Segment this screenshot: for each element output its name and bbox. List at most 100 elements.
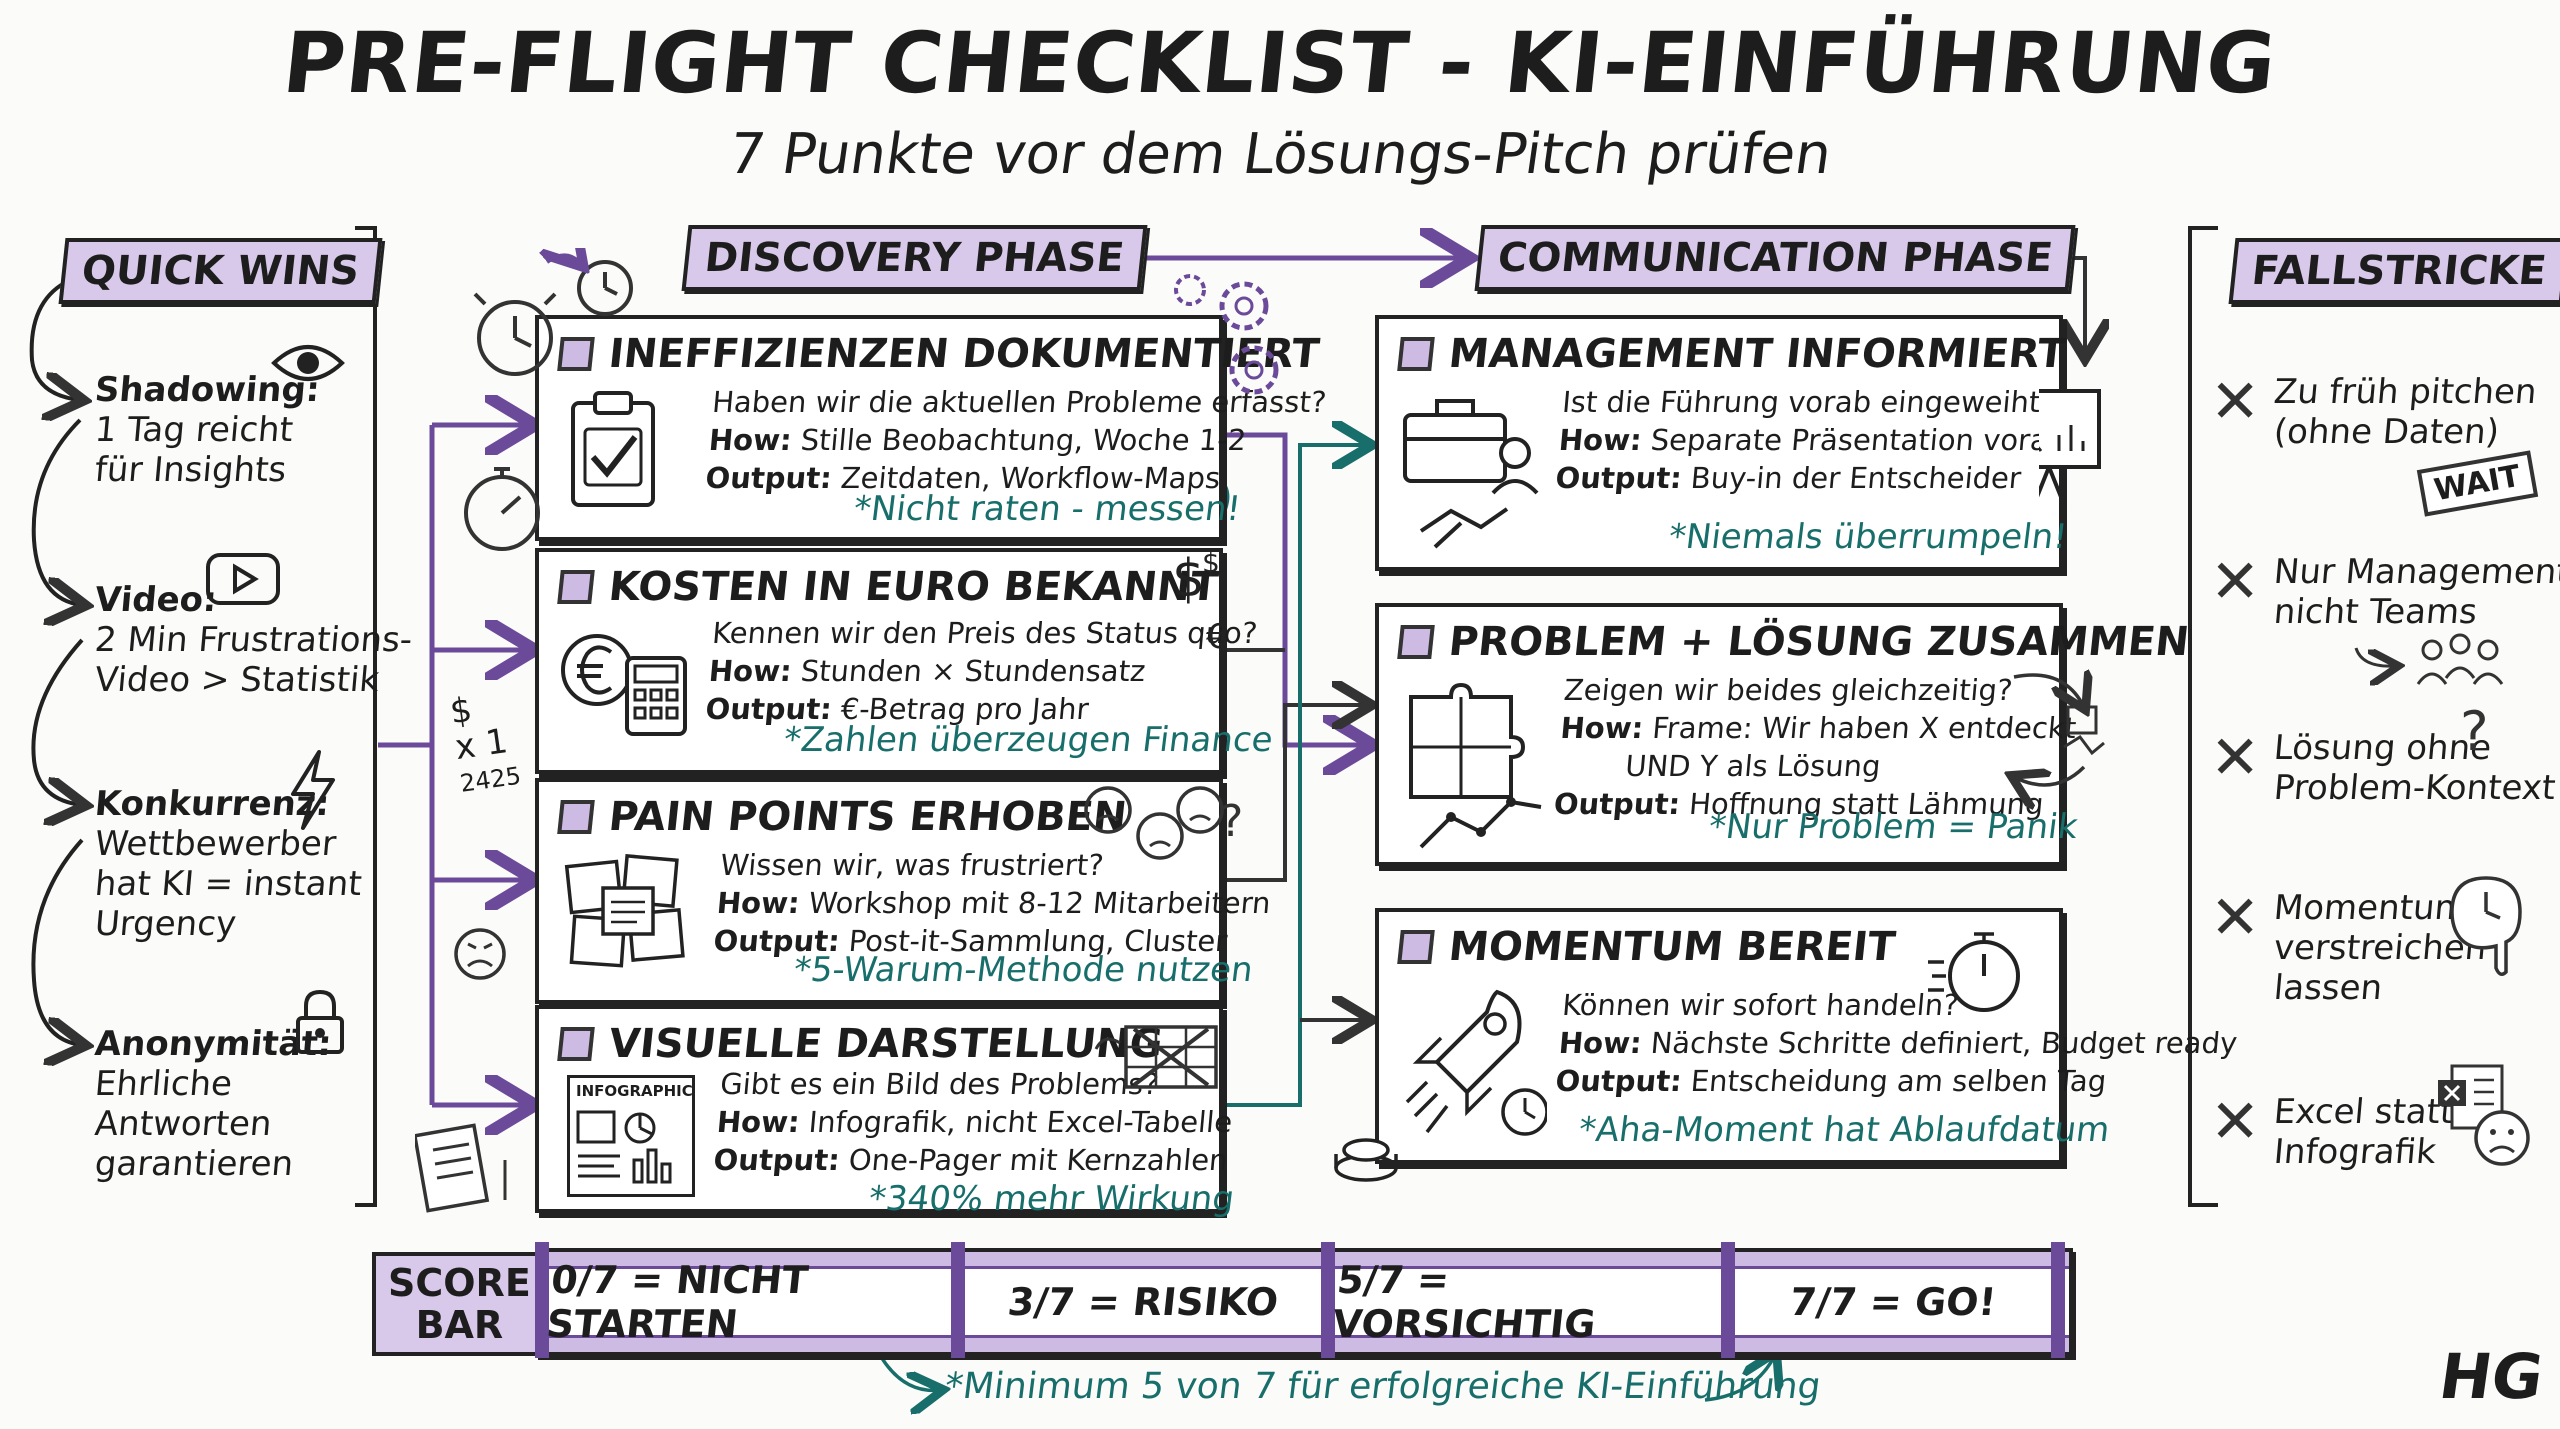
card-how: How: Stille Beobachtung, Woche 1-2 bbox=[707, 423, 1248, 457]
eye-icon bbox=[271, 345, 345, 381]
card-body: Ist die Führung vorab eingeweiht? How: S… bbox=[1554, 383, 2071, 497]
card-how: How: Nächste Schritte definiert, Budget … bbox=[1557, 1026, 2239, 1060]
checklist-card-ineffizienzen: INEFFIZIENZEN DOKUMENTIERT Haben wir die… bbox=[535, 315, 1328, 541]
angry-face-icon bbox=[454, 928, 506, 980]
alarm-clock-icon bbox=[473, 248, 633, 376]
x-mark-icon: ✕ bbox=[2210, 367, 2261, 437]
card-title: KOSTEN IN EURO BEKANNT bbox=[557, 564, 1221, 610]
quick-win-line: hat KI = instant bbox=[93, 864, 364, 904]
quick-win-line: Video > Statistik bbox=[93, 660, 381, 700]
briefcase-icon bbox=[1403, 399, 1539, 549]
score-segment-0: 0/7 = NICHT STARTEN bbox=[544, 1258, 811, 1346]
timer-icon bbox=[1928, 932, 2020, 1012]
document-icon bbox=[415, 1123, 507, 1213]
card-note: *Niemals überrumpeln! bbox=[1666, 517, 2070, 557]
score-tick bbox=[535, 1242, 549, 1358]
euro-calculator-icon bbox=[561, 634, 687, 736]
x-mark-icon: ✕ bbox=[2210, 547, 2261, 617]
pitfall-item: ✕ Lösung ohne Problem-Kontext bbox=[2210, 728, 2557, 808]
card-note: *Nicht raten - messen! bbox=[851, 489, 1243, 529]
quick-win-line: Ehrliche bbox=[93, 1064, 234, 1104]
presentation-board-icon bbox=[2039, 389, 2101, 508]
excel-sad-face-icon bbox=[2438, 1064, 2530, 1166]
score-tick bbox=[1321, 1242, 1335, 1358]
pitfall-line: nicht Teams bbox=[2272, 592, 2479, 632]
checklist-card-problem-loesung: PROBLEM + LÖSUNG ZUSAMMEN Zeigen wir bei… bbox=[1375, 603, 2191, 866]
lightning-icon bbox=[291, 750, 335, 830]
x-mark-icon: ✕ bbox=[2210, 1087, 2261, 1157]
card-body: Können wir sofort handeln? How: Nächste … bbox=[1554, 986, 2242, 1100]
card-title-text: MANAGEMENT INFORMIERT bbox=[1446, 331, 2068, 377]
infographic-icon: INFOGRAPHIC bbox=[567, 1075, 695, 1197]
pitfall-item: ✕ Excel statt Infografik bbox=[2210, 1087, 2456, 1172]
frustrated-faces-icon: ? bbox=[1084, 786, 1243, 860]
card-note: *Zahlen überzeugen Finance bbox=[781, 720, 1276, 760]
quick-win-line: garantieren bbox=[93, 1144, 295, 1184]
quick-win-line: für Insights bbox=[93, 450, 288, 490]
question-mark-icon: ? bbox=[2460, 700, 2489, 763]
signature: HG bbox=[2434, 1340, 2548, 1413]
score-segment-5: 5/7 = VORSICHTIG bbox=[1330, 1258, 1598, 1346]
card-question: Können wir sofort handeln? bbox=[1560, 988, 1961, 1022]
buzzer-button-icon bbox=[1334, 1138, 1398, 1182]
score-bar-bottom-stripe bbox=[539, 1335, 2069, 1352]
quick-wins-label: QUICK WINS bbox=[58, 238, 383, 304]
card-checkbox[interactable] bbox=[1397, 625, 1435, 659]
quick-win-line: 1 Tag reicht bbox=[93, 410, 295, 450]
score-bar-label: SCORE BAR bbox=[372, 1252, 547, 1356]
dollar-euro-icon: $ $ € bbox=[1172, 548, 1228, 657]
card-title: MOMENTUM BEREIT bbox=[1397, 924, 1898, 970]
card-note: *Nur Problem = Panik bbox=[1706, 807, 2080, 847]
score-bar-note: *Minimum 5 von 7 für erfolgreiche KI-Ein… bbox=[942, 1366, 1824, 1407]
card-note: *Aha-Moment hat Ablaufdatum bbox=[1576, 1110, 2112, 1150]
svg-text:$: $ bbox=[1202, 548, 1220, 579]
svg-text:$: $ bbox=[1172, 549, 1205, 609]
team-people-icon bbox=[2354, 633, 2504, 698]
checklist-card-momentum: MOMENTUM BEREIT Können wir sofort handel… bbox=[1375, 908, 2239, 1164]
card-title: PAIN POINTS ERHOBEN bbox=[557, 794, 1129, 840]
stopwatch-icon bbox=[464, 467, 540, 551]
quick-win-line: Antworten bbox=[93, 1104, 274, 1144]
pitfall-line: Zu früh pitchen bbox=[2272, 372, 2539, 412]
card-how: How: Infografik, nicht Excel-Tabelle bbox=[715, 1105, 1234, 1139]
communication-phase-label: COMMUNICATION PHASE bbox=[1474, 225, 2076, 291]
infographic-icon-graphic bbox=[576, 1110, 672, 1184]
sticky-notes-icon bbox=[564, 854, 685, 968]
card-checkbox[interactable] bbox=[557, 570, 595, 604]
pitfall-line: Excel statt bbox=[2272, 1092, 2456, 1132]
card-how: How: Separate Präsentation vorab bbox=[1557, 423, 2068, 457]
score-bar-label-line: BAR bbox=[415, 1303, 504, 1347]
checklist-card-management: MANAGEMENT INFORMIERT Ist die Führung vo… bbox=[1375, 315, 2101, 571]
cycle-arrows-icon bbox=[1994, 647, 2105, 827]
card-title-text: VISUELLE DARSTELLUNG bbox=[606, 1021, 1165, 1067]
pitfall-line: Lösung ohne bbox=[2272, 728, 2494, 768]
score-bar: 0/7 = NICHT STARTEN 3/7 = RISIKO 5/7 = V… bbox=[535, 1242, 2073, 1358]
puzzle-icon bbox=[1409, 682, 1542, 849]
pitfall-item: ✕ Nur Management, nicht Teams bbox=[2210, 552, 2560, 632]
card-body: Haben wir die aktuellen Probleme erfasst… bbox=[704, 383, 1328, 497]
svg-text:€: € bbox=[1206, 617, 1228, 657]
card-title-text: MOMENTUM BEREIT bbox=[1446, 924, 1898, 970]
card-checkbox[interactable] bbox=[557, 1027, 595, 1061]
card-title-text: PAIN POINTS ERHOBEN bbox=[606, 794, 1129, 840]
card-checkbox[interactable] bbox=[1397, 337, 1435, 371]
checklist-card-kosten: KOSTEN IN EURO BEKANNT Kennen wir den Pr… bbox=[535, 548, 1275, 774]
pitfall-item: ✕ Zu früh pitchen (ohne Daten) bbox=[2210, 367, 2539, 452]
quick-win-title: Video: bbox=[93, 580, 219, 620]
clipboard-check-icon bbox=[571, 391, 655, 507]
card-note: *340% mehr Wirkung bbox=[866, 1179, 1237, 1219]
pitfall-line: (ohne Daten) bbox=[2272, 412, 2501, 452]
card-checkbox[interactable] bbox=[1397, 930, 1435, 964]
pitfall-item: ✕ Momentum verstreichen lassen bbox=[2210, 888, 2488, 1008]
card-title-text: KOSTEN IN EURO BEKANNT bbox=[606, 564, 1221, 610]
score-bar-top-stripe bbox=[539, 1252, 2069, 1269]
card-question: Ist die Führung vorab eingeweiht? bbox=[1560, 385, 2058, 419]
lock-icon bbox=[296, 989, 344, 1054]
card-how: How: Workshop mit 8-12 Mitarbeitern bbox=[715, 886, 1272, 920]
crossed-spreadsheet-icon bbox=[1094, 1025, 1218, 1089]
score-bar-label-line: SCORE bbox=[388, 1261, 531, 1305]
score-tick bbox=[1721, 1242, 1735, 1358]
card-output: Output: Entscheidung am selben Tag bbox=[1554, 1064, 2108, 1098]
card-checkbox[interactable] bbox=[557, 800, 595, 834]
